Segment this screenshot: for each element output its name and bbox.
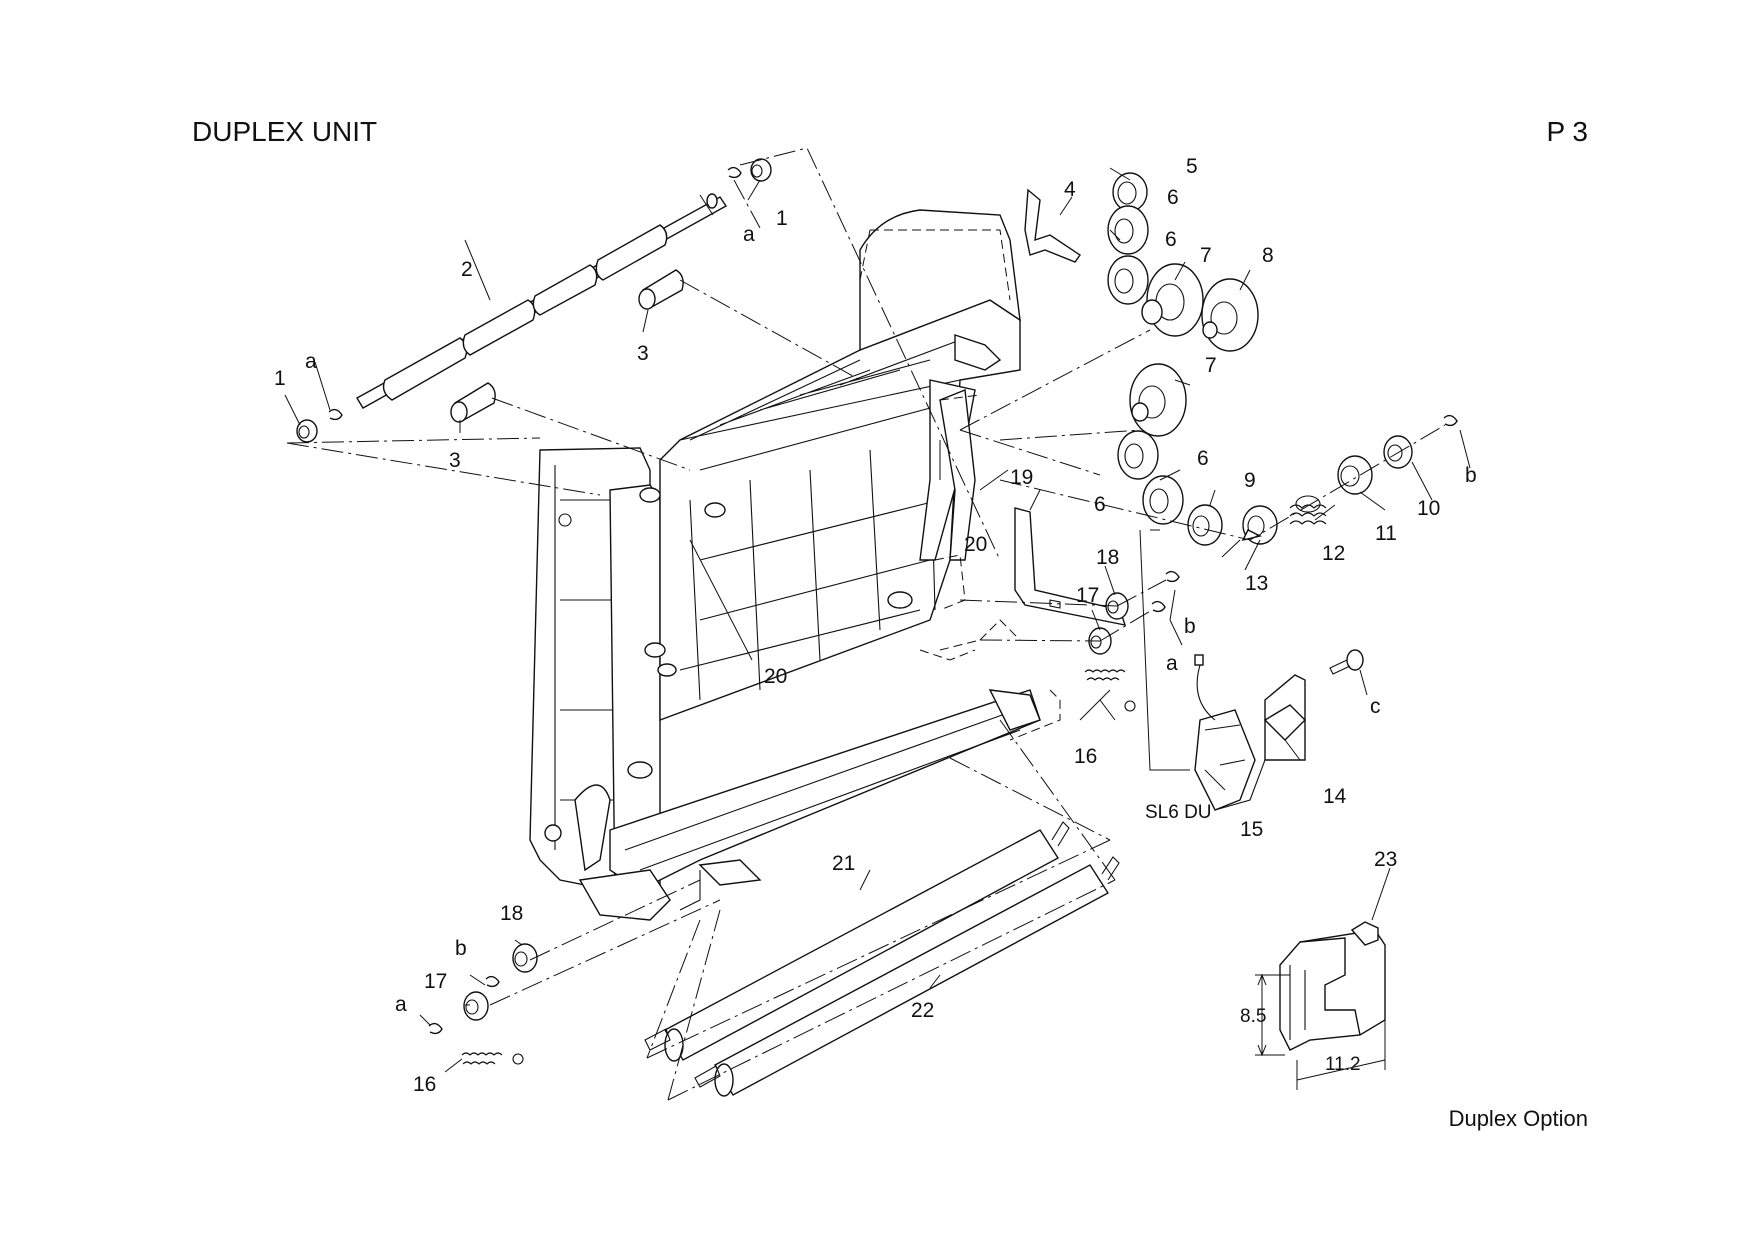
spring-part-16-left	[461, 1052, 524, 1065]
callout-9: 9	[1244, 469, 1256, 492]
option-block-part-23	[1279, 921, 1386, 1051]
sensor-label: SL6 DU	[1145, 802, 1212, 823]
bushing-part-18-left	[512, 943, 538, 973]
callout-18-right: 18	[1096, 546, 1119, 569]
leader-lines	[284, 167, 1471, 1073]
callout-a-left-top: a	[305, 350, 317, 373]
callout-5: 5	[1186, 155, 1198, 178]
ering-b-mid	[1165, 570, 1180, 583]
callout-1-top: 1	[776, 207, 788, 230]
gear-part-6-upper-b	[1107, 255, 1149, 305]
callout-19: 19	[1010, 466, 1033, 489]
bushing-part-1-left	[296, 408, 343, 443]
bushing-part-10	[1383, 435, 1413, 469]
callout-7-lower: 7	[1205, 354, 1217, 377]
callout-a-mid: a	[1166, 652, 1178, 675]
bracket-part-14	[1214, 674, 1306, 811]
callout-22: 22	[911, 999, 934, 1022]
roller-part-3-lower	[450, 382, 496, 423]
callout-6-upper-b: 6	[1165, 228, 1177, 251]
dimension-lines	[1255, 973, 1386, 1090]
callout-17-left: 17	[424, 970, 447, 993]
callout-13: 13	[1245, 572, 1268, 595]
page-title: DUPLEX UNIT	[192, 116, 378, 147]
callout-labels: 1 1 2 3 3 4 5 6 6 6 6 7 7 8 9 10 11 12 1…	[274, 155, 1477, 1096]
callout-21: 21	[832, 852, 855, 875]
callout-4: 4	[1064, 178, 1076, 201]
callout-20-right: 20	[964, 533, 987, 556]
callout-b-right: b	[1465, 464, 1477, 487]
callout-6-lower-a: 6	[1094, 493, 1106, 516]
callout-18-left: 18	[500, 902, 523, 925]
spring-part-12	[1289, 495, 1327, 525]
gear-part-8	[1201, 278, 1259, 352]
gear-part-9	[1187, 504, 1223, 546]
callout-11: 11	[1375, 522, 1397, 545]
callout-2: 2	[461, 258, 473, 281]
callout-23: 23	[1374, 848, 1397, 871]
spring-part-16-right	[1084, 669, 1136, 712]
bracket-part-4	[1024, 188, 1081, 263]
dimension-width: 11.2	[1325, 1054, 1361, 1075]
callout-16-left: 16	[413, 1073, 436, 1096]
callout-c: c	[1370, 695, 1381, 718]
ering-a-left	[428, 1022, 443, 1035]
assembly-lines	[286, 147, 1446, 1101]
roller-part-22	[694, 856, 1120, 1097]
callout-1-left: 1	[274, 367, 286, 390]
bushing-part-1-top	[727, 158, 772, 182]
callout-15: 15	[1240, 818, 1263, 841]
callout-16-right: 16	[1074, 745, 1097, 768]
callout-3-lower: 3	[449, 449, 461, 472]
callout-6-lower-b: 6	[1197, 447, 1209, 470]
callout-b-mid: b	[1184, 615, 1196, 638]
dimension-height: 8.5	[1240, 1006, 1266, 1027]
bushing-part-17-left	[463, 991, 489, 1021]
callout-a-left-bottom: a	[395, 993, 407, 1016]
gear-part-5	[1112, 172, 1148, 212]
ering-b-left	[485, 975, 500, 988]
clutch-part-13	[1241, 505, 1278, 545]
clutch-part-11	[1337, 455, 1373, 495]
callout-6-upper-a: 6	[1167, 186, 1179, 209]
footer-caption: Duplex Option	[1448, 1106, 1588, 1131]
bottom-guide	[578, 689, 1041, 921]
sensor-part-15	[1194, 654, 1256, 811]
callout-a-top: a	[743, 223, 755, 246]
roller-part-3-upper	[638, 269, 684, 310]
screw-c	[1329, 649, 1364, 675]
gear-part-7-lower	[1129, 363, 1187, 437]
ering-a-mid	[1151, 600, 1166, 613]
callout-8: 8	[1262, 244, 1274, 267]
gear-part-6-lower-b	[1142, 475, 1184, 525]
callout-17-right: 17	[1076, 584, 1099, 607]
callout-b-left: b	[455, 937, 467, 960]
gear-part-7-upper	[1141, 263, 1204, 337]
gear-part-6-upper-a	[1107, 205, 1149, 255]
callout-7-upper: 7	[1200, 244, 1212, 267]
callout-20-left: 20	[764, 665, 787, 688]
roller-part-21	[644, 821, 1070, 1062]
shaft-roller-part-2	[356, 193, 728, 409]
callout-10: 10	[1417, 497, 1440, 520]
ering-b-right	[1443, 414, 1458, 427]
callout-3-upper: 3	[637, 342, 649, 365]
gear-part-6-lower-a	[1117, 430, 1159, 480]
callout-14: 14	[1323, 785, 1347, 808]
page-number: P 3	[1546, 116, 1588, 147]
callout-12: 12	[1322, 542, 1345, 565]
